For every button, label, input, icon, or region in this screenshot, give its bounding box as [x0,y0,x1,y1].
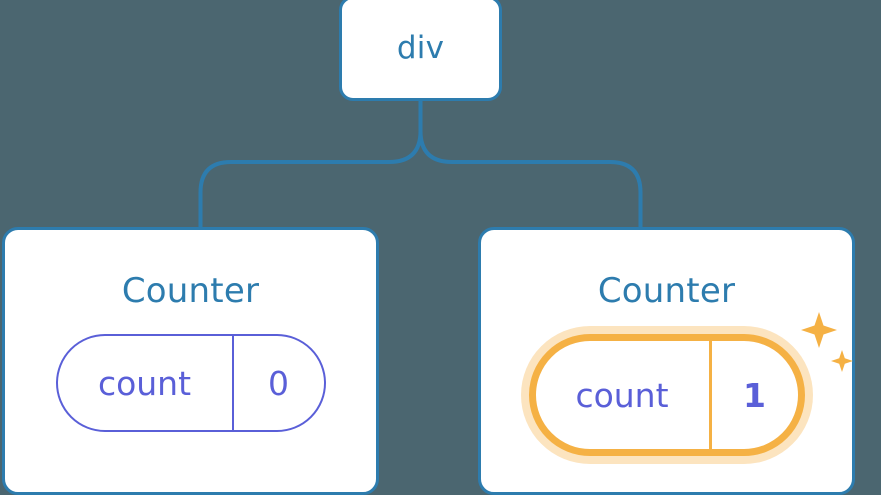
node-counter-right[interactable]: Counter count 1 [478,227,855,495]
node-title: Counter [597,271,736,311]
state-pill-wrapper: count 0 [55,334,326,432]
node-counter-left[interactable]: Counter count 0 [2,227,379,495]
state-value: 0 [268,363,289,403]
state-key: count [536,341,712,449]
node-root-div[interactable]: div [339,0,502,101]
sparkles-icon [800,312,853,372]
node-root-label: div [396,30,445,66]
state-pill-wrapper: count 1 [528,312,853,456]
state-key: count [58,336,234,430]
state-value: 1 [743,375,766,415]
node-title: Counter [121,271,260,311]
state-pill-highlighted[interactable]: count 1 [528,334,805,456]
state-pill[interactable]: count 0 [55,334,326,432]
